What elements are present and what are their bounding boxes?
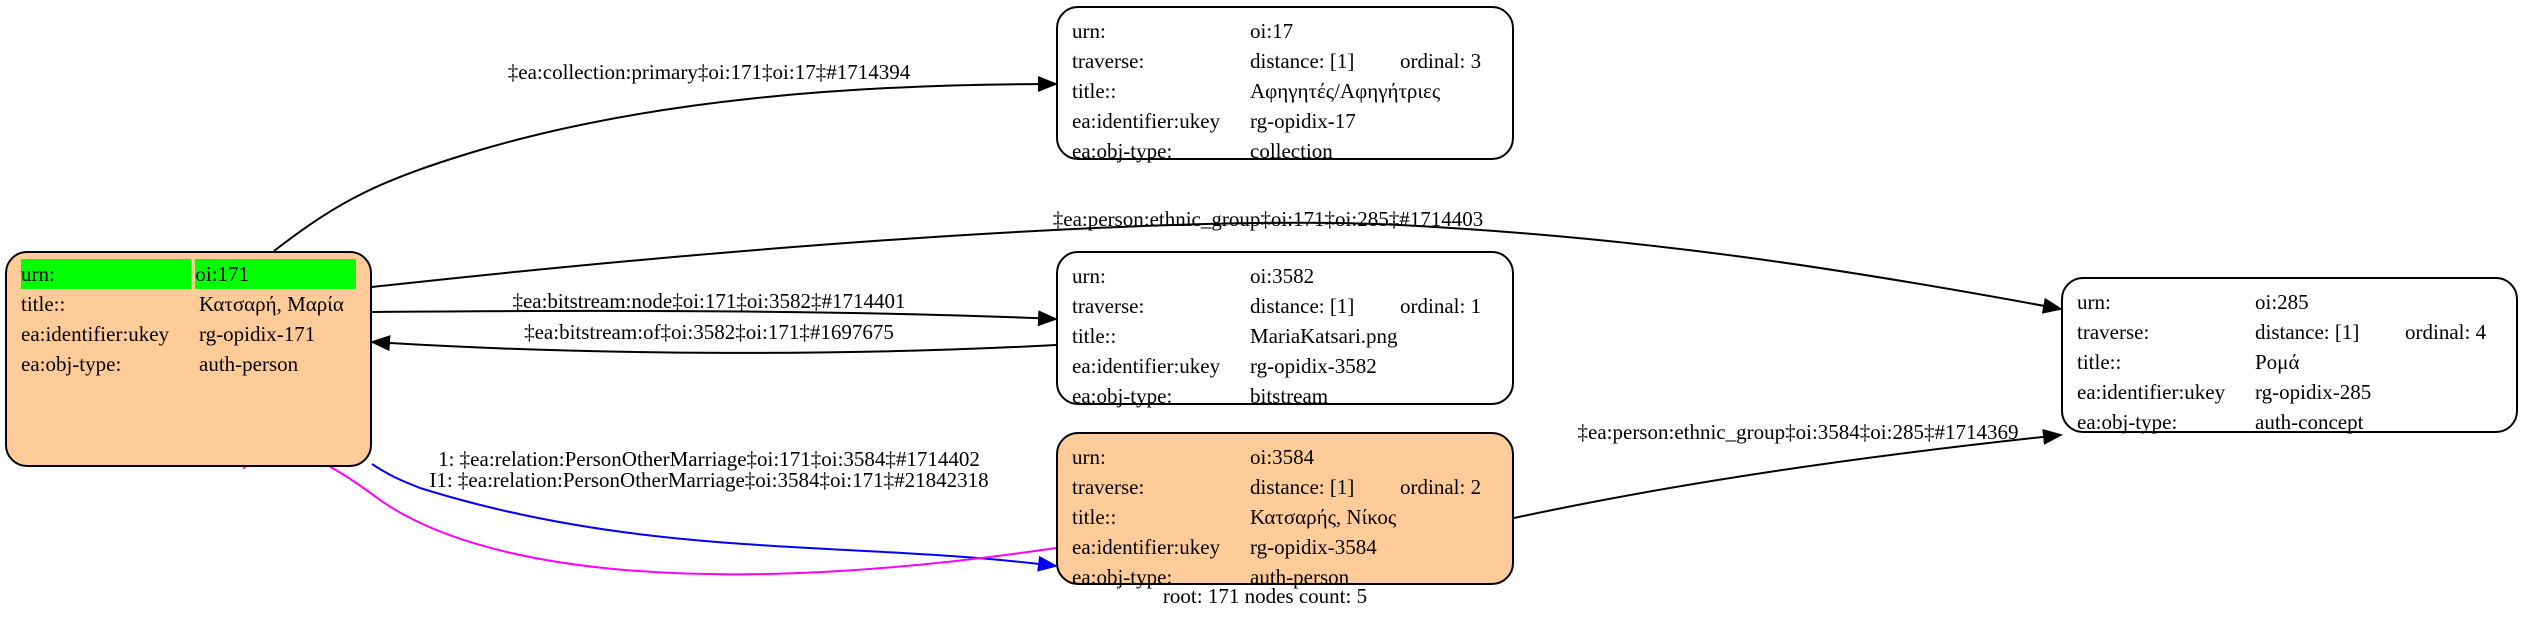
row-key: traverse: [1072, 475, 1145, 499]
row-key: ea:identifier:ukey [1072, 535, 1221, 559]
row-value: rg-opidix-3582 [1250, 354, 1377, 378]
row-value: auth-concept [2255, 410, 2364, 434]
row-key: title:: [1072, 79, 1117, 103]
edge-171-3582[interactable] [371, 309, 1058, 327]
row-key: ea:obj-type: [2077, 410, 2178, 434]
edge-label: 1: ‡ea:relation:PersonOtherMarriage‡oi:1… [438, 447, 980, 471]
row-key: traverse: [2077, 320, 2150, 344]
row-value: rg-opidix-3584 [1250, 535, 1377, 559]
edge-label: ‡ea:bitstream:of‡oi:3582‡oi:171‡#1697675 [524, 320, 894, 344]
row-value: collection [1250, 139, 1333, 163]
node-oi-171[interactable]: urn:oi:171 title::Κατσαρή, Μαρία ea:iden… [5, 251, 372, 467]
edge-label: ‡ea:person:ethnic_group‡oi:171‡oi:285‡#1… [1053, 207, 1483, 231]
row-key: ea:obj-type: [1072, 384, 1173, 408]
row-value: oi:17 [1250, 19, 1294, 43]
row-key: traverse: [1072, 49, 1145, 73]
row-key: traverse: [1072, 294, 1145, 318]
node-oi-3584[interactable]: urn: oi:3584 traverse: distance: [1] ordina… [1056, 432, 1514, 589]
row-value: rg-opidix-171 [199, 322, 316, 346]
row-value: distance: [1] [1250, 475, 1355, 499]
row-value: Κατσαρής, Νίκος [1250, 505, 1397, 529]
row-key: ea:obj-type: [1072, 139, 1173, 163]
row-ordinal: ordinal: 2 [1400, 475, 1482, 499]
row-key: ea:identifier:ukey [2077, 380, 2226, 404]
row-key: urn: [21, 259, 192, 289]
row-key: ea:identifier:ukey [21, 322, 170, 346]
row-value: Αφηγητές/Αφηγήτριες [1250, 79, 1441, 103]
row-ordinal: ordinal: 3 [1400, 49, 1482, 73]
row-key: title:: [2077, 350, 2122, 374]
row-value: rg-opidix-285 [2255, 380, 2372, 404]
row-key: title:: [1072, 505, 1117, 529]
node-oi-3582[interactable]: urn: oi:3582 traverse: distance: [1] ordina… [1056, 251, 1514, 408]
row-key: urn: [1072, 19, 1106, 43]
edge-171-285[interactable] [371, 221, 2063, 314]
row-ordinal: ordinal: 4 [2405, 320, 2487, 344]
row-value: MariaKatsari.png [1250, 324, 1398, 348]
edge-3582-171[interactable] [370, 335, 1057, 354]
row-value: oi:3582 [1250, 264, 1315, 288]
row-key: urn: [1072, 264, 1106, 288]
edge-label: I1: ‡ea:relation:PersonOtherMarriage‡oi:… [429, 468, 988, 492]
row-ordinal: ordinal: 1 [1400, 294, 1482, 318]
row-value: bitstream [1250, 384, 1329, 408]
row-key: title:: [21, 292, 66, 316]
edge-label: ‡ea:collection:primary‡oi:171‡oi:17‡#171… [508, 60, 911, 84]
edge-label: ‡ea:person:ethnic_group‡oi:3584‡oi:285‡#… [1578, 420, 2019, 444]
node-oi-17[interactable]: urn: oi:17 traverse: distance: [1] ordinal:… [1056, 6, 1514, 163]
row-value: distance: [1] [1250, 49, 1355, 73]
row-value: distance: [1] [2255, 320, 2360, 344]
row-key: title:: [1072, 324, 1117, 348]
row-value: auth-person [199, 352, 299, 376]
graph-footer: root: 171 nodes count: 5 [1162, 584, 1368, 608]
row-value: oi:171 [195, 259, 356, 289]
row-value: rg-opidix-17 [1250, 109, 1356, 133]
row-key: urn: [1072, 445, 1106, 469]
node-oi-285[interactable]: urn: oi:285 traverse: distance: [1] ordinal… [2061, 277, 2518, 434]
row-value: auth-person [1250, 565, 1350, 589]
row-value: oi:285 [2255, 290, 2309, 314]
edge-3584-285[interactable] [1513, 428, 2063, 519]
row-value: Ρομά [2255, 350, 2300, 374]
node-row-urn: urn:oi:171 [21, 259, 356, 289]
row-key: ea:identifier:ukey [1072, 354, 1221, 378]
edge-171-17[interactable] [273, 76, 1058, 252]
row-value: oi:3584 [1250, 445, 1315, 469]
row-value: Κατσαρή, Μαρία [199, 292, 344, 316]
edge-label: ‡ea:bitstream:node‡oi:171‡oi:3582‡#17144… [512, 289, 905, 313]
edge-171-3584[interactable] [371, 463, 1058, 572]
row-value: distance: [1] [1250, 294, 1355, 318]
row-key: ea:identifier:ukey [1072, 109, 1221, 133]
row-key: ea:obj-type: [21, 352, 122, 376]
row-key: urn: [2077, 290, 2111, 314]
row-key: ea:obj-type: [1072, 565, 1173, 589]
